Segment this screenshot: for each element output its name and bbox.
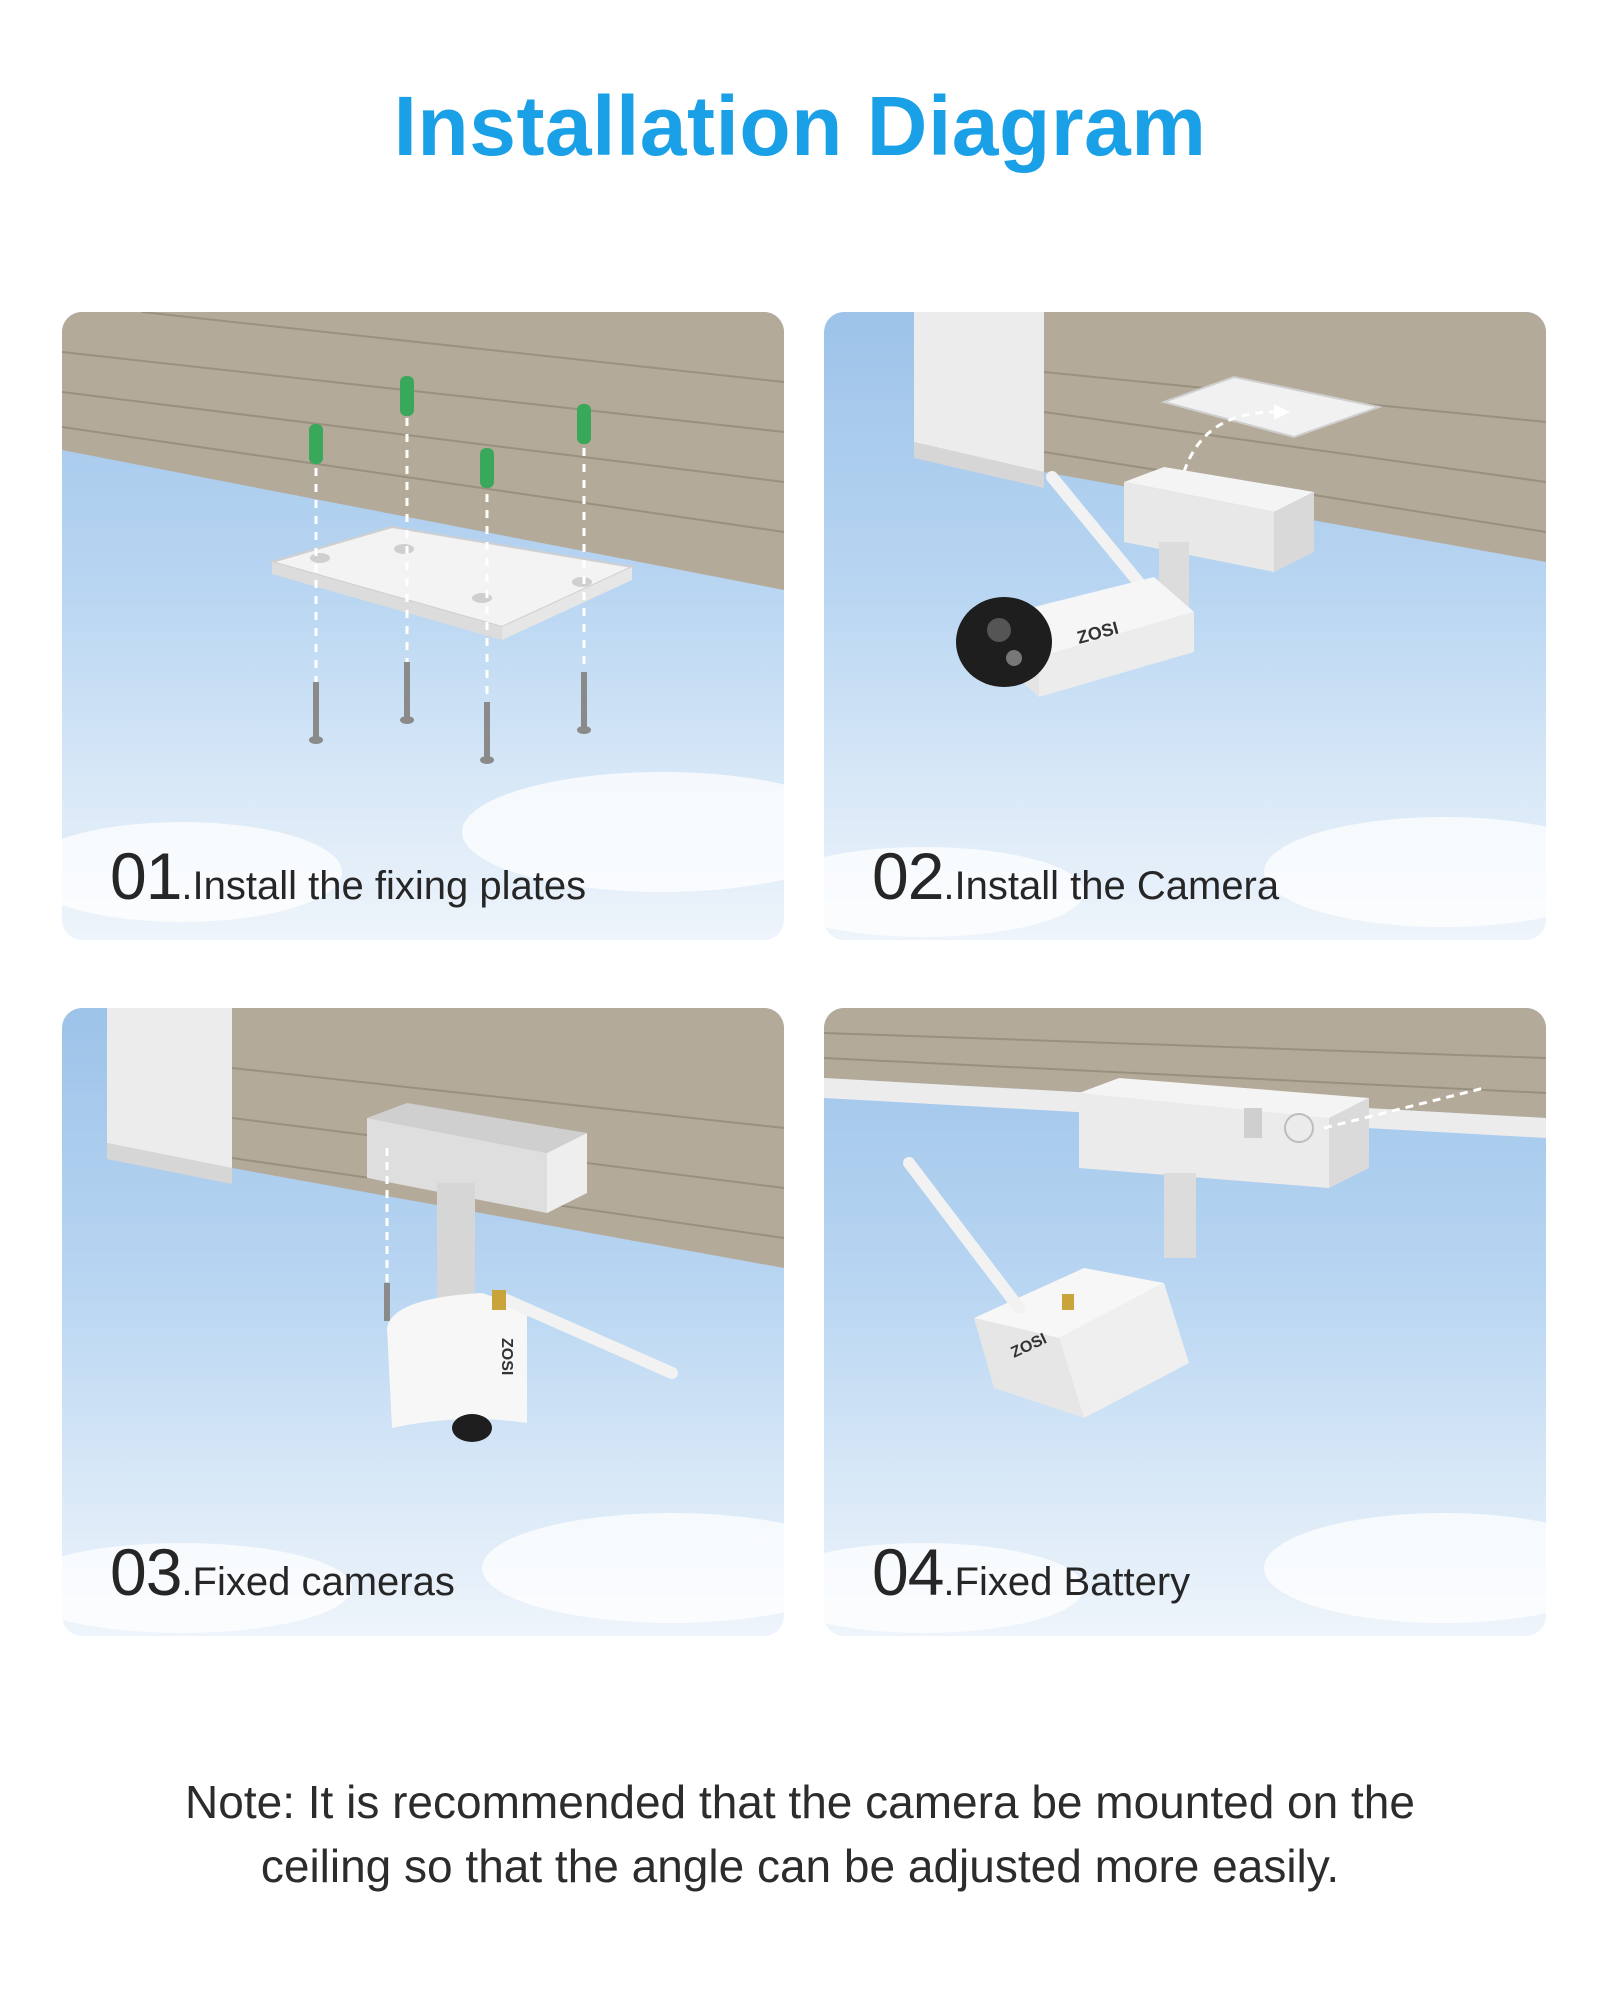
step-2-caption: 02.Install the Camera (872, 838, 1279, 914)
ceiling-beam (914, 312, 1044, 472)
step-1-panel: 01.Install the fixing plates (62, 312, 784, 940)
fixing-plate-shape (268, 525, 636, 640)
step-3-illustration: ZOSI (62, 1008, 784, 1633)
step-number: 02 (872, 839, 944, 913)
note-line-2: ceiling so that the angle can be adjuste… (260, 1840, 1340, 1892)
step-label: .Install the fixing plates (181, 864, 587, 908)
step-label: .Fixed cameras (181, 1560, 455, 1604)
brand-logo: ZOSI (498, 1338, 515, 1375)
step-3-panel: ZOSI 03.Fixed cameras (62, 1008, 784, 1636)
step-2-illustration: ZOSI (824, 312, 1546, 937)
page-title: Installation Diagram (393, 79, 1207, 173)
step-label: .Fixed Battery (943, 1560, 1191, 1604)
installation-note: Note: It is recommended that the camera … (0, 1770, 1600, 1898)
step-4-panel: ZOSI 04.Fixed Battery (824, 1008, 1546, 1636)
step-1-illustration (62, 312, 784, 922)
screws (309, 662, 591, 764)
step-number: 03 (110, 1535, 182, 1609)
step-3-caption: 03.Fixed cameras (110, 1534, 455, 1610)
note-line-1: Note: It is recommended that the camera … (185, 1776, 1415, 1828)
camera-body: ZOSI (956, 577, 1194, 697)
clouds (62, 772, 784, 922)
step-4-illustration: ZOSI (824, 1008, 1546, 1633)
ceiling-wood (62, 312, 784, 590)
step-number: 01 (110, 839, 182, 913)
step-label: .Install the Camera (943, 864, 1280, 908)
step-4-caption: 04.Fixed Battery (872, 1534, 1190, 1610)
step-1-caption: 01.Install the fixing plates (110, 838, 586, 914)
step-number: 04 (872, 1535, 944, 1609)
step-2-panel: ZOSI 02.Install the Camera (824, 312, 1546, 940)
wall-anchors (309, 376, 591, 488)
